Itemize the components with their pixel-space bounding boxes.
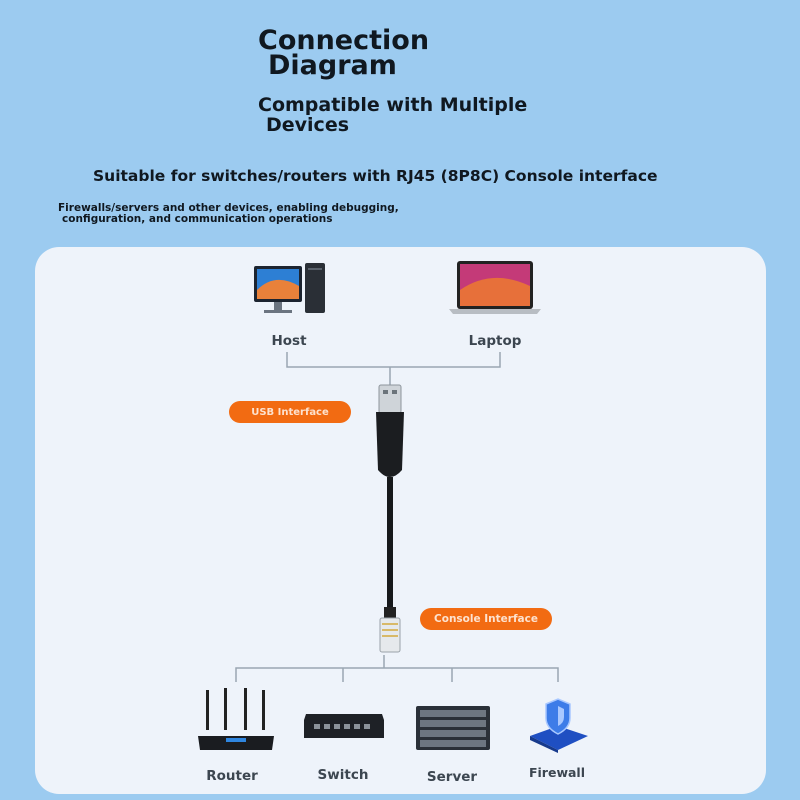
laptop-icon	[449, 261, 541, 314]
console-cable-icon	[376, 384, 404, 653]
server-icon	[416, 706, 490, 750]
router-label: Router	[206, 768, 258, 784]
subtitle: Compatible with Multiple Devices	[258, 95, 527, 135]
suitable-text: Suitable for switches/routers with RJ45 …	[93, 167, 658, 185]
firewall-label: Firewall	[528, 765, 586, 780]
subtitle-line-2: Devices	[266, 114, 350, 136]
note-text: Firewalls/servers and other devices, ena…	[58, 203, 399, 225]
switch-label: Switch	[317, 767, 369, 783]
server-label: Server	[426, 769, 478, 785]
firewall-icon	[530, 698, 588, 753]
laptop-label: Laptop	[468, 333, 522, 349]
usb-interface-tag: USB Interface	[229, 401, 351, 423]
title-line-2: Diagram	[268, 50, 397, 81]
title-line-1: Connection	[258, 25, 430, 56]
host-label: Host	[271, 333, 307, 349]
diagram-panel	[35, 247, 766, 794]
note-line-2: configuration, and communication operati…	[62, 213, 333, 225]
desktop-computer-icon	[254, 263, 325, 313]
switch-icon	[304, 714, 384, 738]
router-icon	[198, 688, 274, 750]
console-interface-tag: Console Interface	[420, 608, 552, 630]
subtitle-line-1: Compatible with Multiple	[258, 94, 528, 116]
note-line-1: Firewalls/servers and other devices, ena…	[58, 202, 399, 214]
page-title: Connection Diagram	[258, 25, 430, 81]
